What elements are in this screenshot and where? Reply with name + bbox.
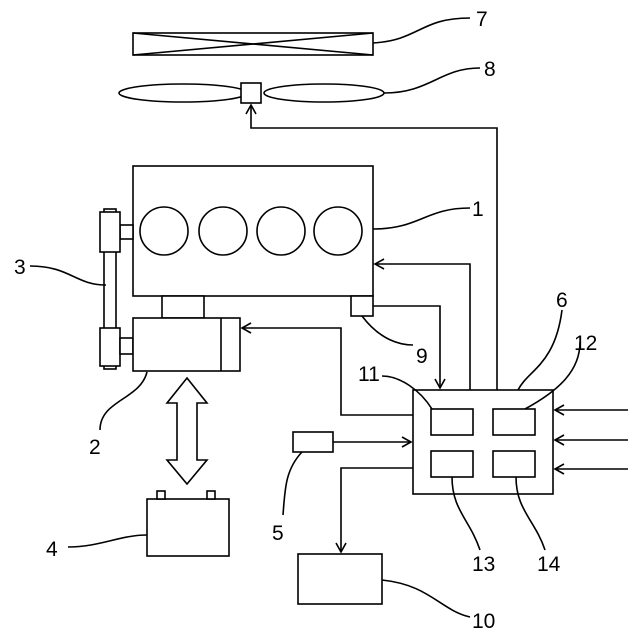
battery xyxy=(147,491,229,556)
label-10: 10 xyxy=(472,610,495,633)
power-exchange-arrow xyxy=(167,378,207,484)
label-13: 13 xyxy=(472,553,495,576)
control-block-14 xyxy=(493,451,535,477)
label-12: 12 xyxy=(574,332,597,355)
cooling-fan xyxy=(119,83,384,103)
radiator xyxy=(133,33,373,55)
label-11: 11 xyxy=(358,363,380,386)
label-5: 5 xyxy=(272,522,284,545)
label-3: 3 xyxy=(14,256,26,279)
label-2: 2 xyxy=(89,436,101,459)
load-unit xyxy=(298,554,382,604)
label-1: 1 xyxy=(472,198,484,221)
engine xyxy=(120,166,373,318)
label-4: 4 xyxy=(46,538,58,561)
engine-sensor xyxy=(351,296,373,316)
label-7: 7 xyxy=(476,8,488,31)
label-9: 9 xyxy=(416,345,428,368)
control-block-12 xyxy=(493,409,535,435)
label-14: 14 xyxy=(537,553,561,576)
input-sensor xyxy=(293,432,333,452)
control-block-11 xyxy=(431,409,473,435)
label-6: 6 xyxy=(556,289,568,312)
label-8: 8 xyxy=(484,58,496,81)
motor-generator xyxy=(133,318,240,371)
control-block-13 xyxy=(431,451,473,477)
